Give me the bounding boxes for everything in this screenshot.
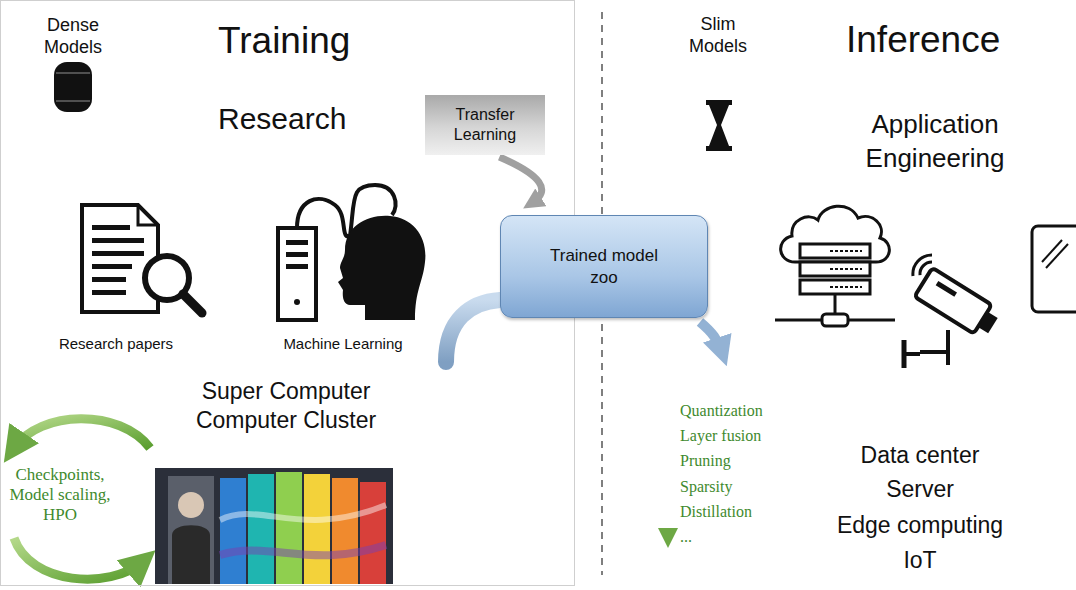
machine-learning-icon (278, 185, 425, 320)
target-item: Edge computing (820, 512, 1020, 540)
panel-caption: Super Computer Computer Cluster (161, 377, 411, 435)
technique-item: Distillation (680, 502, 810, 521)
technique-item: Sparsity (680, 477, 810, 496)
target-item: IoT (820, 547, 1020, 575)
document-icon (82, 205, 202, 313)
icon-caption: Machine Learning (263, 335, 423, 353)
cycle-note: Checkpoints, Model scaling, HPO (3, 465, 117, 525)
camera-icon (904, 255, 1002, 368)
training-panel: Dense Models TrainingResearchResearch pap… (0, 0, 575, 586)
technique-item: Pruning (680, 451, 810, 470)
section-heading: Inference (846, 18, 1046, 62)
flow-arrow (446, 300, 500, 362)
technique-item: ... (680, 527, 810, 546)
target-item: Data center (820, 442, 1020, 470)
cloud-server-icon (775, 206, 895, 326)
model-box: Trained model zoo (500, 215, 708, 318)
section-subheading: Application Engineering (830, 108, 1040, 176)
optimization-arrow (666, 402, 671, 538)
connector-arrow (499, 157, 541, 203)
box-label: Trained model zoo (549, 245, 659, 288)
barrel-icon (54, 62, 92, 112)
phone-icon (1032, 226, 1076, 312)
panel-caption: Dense Models (29, 15, 117, 58)
hourglass-icon (706, 100, 732, 151)
supercomputer-picture (155, 468, 393, 584)
flow-arrow (700, 322, 722, 352)
technique-item: Quantization (680, 401, 810, 420)
panel-heading: Training (218, 19, 418, 63)
section-caption: Slim Models (678, 14, 758, 57)
process-box: Transfer Learning (425, 95, 545, 155)
icon-caption: Research papers (41, 335, 191, 353)
technique-item: Layer fusion (680, 426, 810, 445)
target-item: Server (820, 476, 1020, 504)
box-label: Transfer Learning (433, 105, 537, 145)
panel-subheading: Research (218, 101, 418, 137)
